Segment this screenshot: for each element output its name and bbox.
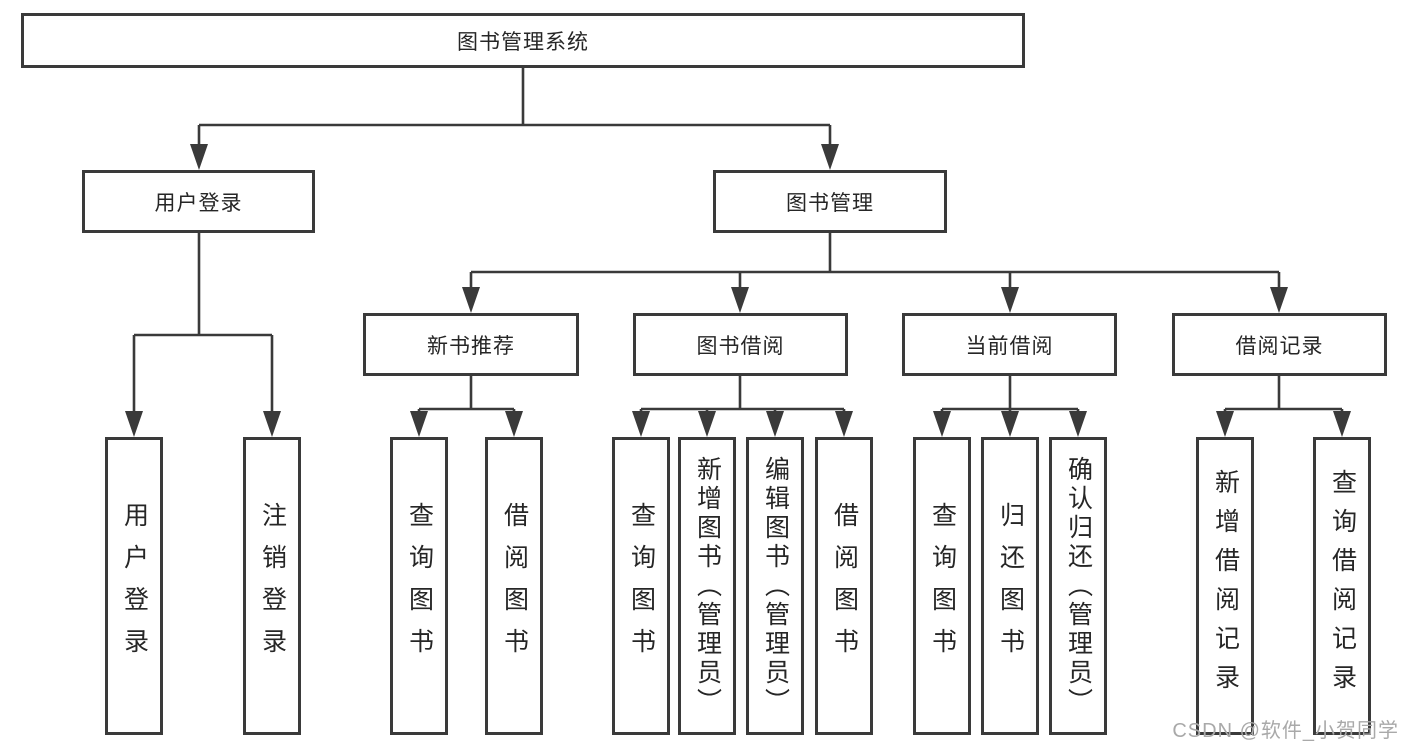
leaf-add-book-admin-label: 新增图书（管理员）	[693, 455, 722, 717]
node-book-borrowing: 图书借阅	[633, 313, 848, 376]
leaf-query-books-borrowing: 查询图书	[612, 437, 670, 735]
leaf-edit-book-admin: 编辑图书（管理员）	[746, 437, 804, 735]
leaf-add-borrow-record-label: 新增借阅记录	[1211, 469, 1240, 703]
leaf-borrow-books-label: 借阅图书	[830, 502, 859, 670]
node-book-management: 图书管理	[713, 170, 947, 233]
node-borrowing-records-label: 借阅记录	[1235, 334, 1324, 358]
leaf-add-book-admin: 新增图书（管理员）	[678, 437, 736, 735]
leaf-add-borrow-record: 新增借阅记录	[1196, 437, 1254, 735]
leaf-logout: 注销登录	[243, 437, 301, 735]
node-library-system-label: 图书管理系统	[457, 30, 589, 54]
node-new-book-recommendation: 新书推荐	[363, 313, 579, 376]
leaf-query-borrow-record: 查询借阅记录	[1313, 437, 1371, 735]
leaf-query-books-current-label: 查询图书	[928, 502, 957, 670]
leaf-user-login: 用户登录	[105, 437, 163, 735]
node-book-borrowing-label: 图书借阅	[696, 334, 785, 358]
leaf-return-books-label: 归还图书	[996, 502, 1025, 670]
csdn-watermark: CSDN @软件_小贺同学	[1172, 720, 1399, 742]
leaf-query-books-current: 查询图书	[913, 437, 971, 735]
node-user-login-label: 用户登录	[154, 191, 243, 215]
leaf-user-login-label: 用户登录	[120, 502, 149, 670]
node-borrowing-records: 借阅记录	[1172, 313, 1387, 376]
leaf-query-books-borrowing-label: 查询图书	[627, 502, 656, 670]
node-book-management-label: 图书管理	[786, 191, 874, 215]
leaf-query-books-recommend-label: 查询图书	[405, 502, 434, 670]
leaf-confirm-return-admin-label: 确认归还（管理员）	[1064, 455, 1093, 717]
leaf-query-borrow-record-label: 查询借阅记录	[1328, 469, 1357, 703]
leaf-borrow-books: 借阅图书	[815, 437, 873, 735]
leaf-logout-label: 注销登录	[258, 502, 287, 670]
node-current-borrowing: 当前借阅	[902, 313, 1117, 376]
leaf-query-books-recommend: 查询图书	[390, 437, 448, 735]
node-library-system: 图书管理系统	[21, 13, 1025, 68]
node-new-book-recommendation-label: 新书推荐	[427, 334, 515, 358]
node-current-borrowing-label: 当前借阅	[965, 334, 1054, 358]
node-user-login: 用户登录	[82, 170, 315, 233]
leaf-edit-book-admin-label: 编辑图书（管理员）	[761, 455, 790, 717]
leaf-borrow-books-recommend-label: 借阅图书	[500, 502, 529, 670]
leaf-confirm-return-admin: 确认归还（管理员）	[1049, 437, 1107, 735]
leaf-return-books: 归还图书	[981, 437, 1039, 735]
leaf-borrow-books-recommend: 借阅图书	[485, 437, 543, 735]
